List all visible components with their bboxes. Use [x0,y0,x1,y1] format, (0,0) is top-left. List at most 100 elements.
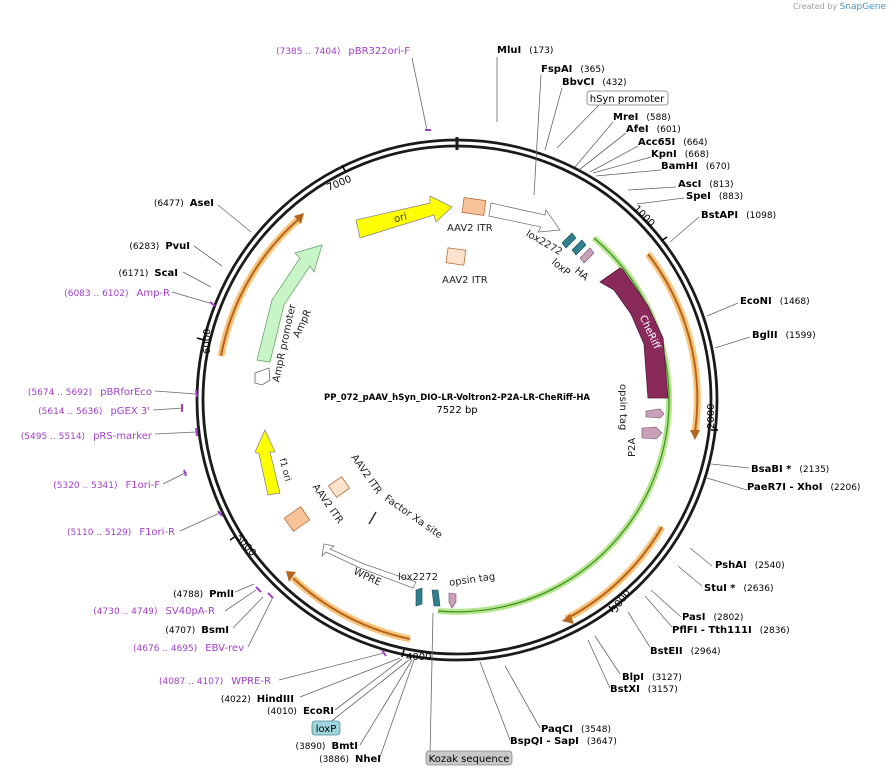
enzyme-afei: AfeI(601) [626,124,681,135]
tick-mark-3000 [608,605,614,613]
primer-pgex: (5614 .. 5636)pGEX 3' [38,406,150,417]
leader-pvui [193,245,223,267]
enzyme-bamhi: BamHI(670) [661,161,730,172]
leader-bmti [359,659,413,746]
leader-pgex [152,407,184,411]
leader-pasi [650,589,682,618]
leader-asei [217,204,252,233]
aav2-itr-top-box [461,197,487,216]
enzyme-spei: SpeI(883) [686,191,743,202]
enzyme-ecori: (4010)EcoRI [267,706,334,717]
leader-fspai [533,74,542,196]
tick-label-5000: 5000 [233,532,258,559]
ori-arrow [355,195,453,239]
enzyme-paqci: PaqCI(3548) [541,724,611,735]
aav2-itr-lower-label: AAV2 ITR [348,453,383,497]
leader-bsmi [232,596,264,629]
enzyme-labels: MluI(173) FspAI(365) BbvCI(432) MreI(588… [118,45,860,765]
aav2-itr-top-label: AAV2 ITR [447,223,493,234]
enzyme-bsabi: BsaBI *(2135) [751,464,829,475]
leader-afei [578,132,627,171]
leader-amp-r [171,291,214,305]
leader-bamhi [595,169,662,177]
leader-paqci [504,665,541,729]
orange-arrow-lower-right [565,526,663,620]
aav2-itr-second-box [445,247,467,266]
primer-ebv-rev: (4676 .. 4695)EBV-rev [133,643,244,654]
primer-prs-marker: (5495 .. 5514)pRS-marker [21,431,153,442]
enzyme-bsmi: (4707)BsmI [165,625,229,636]
primer-f1ori-r: (5110 .. 5129)F1ori-R [67,527,175,538]
aav2-itr-second-label: AAV2 ITR [442,275,488,286]
lox2272-bottom-label: lox2272 [398,572,438,583]
kozak-box [425,750,513,766]
cheriff-arrow [599,267,669,399]
orange-arrow-right-head [690,430,700,440]
tick-label-2000: 2000 [706,404,717,429]
leader-asci [627,186,677,191]
enzyme-blpi: BlpI(3127) [622,672,682,683]
aav2-itr-lower-box [327,476,351,498]
orange-arrow-right [647,253,699,433]
leader-nhei [379,659,415,758]
tick-mark-5000 [229,535,237,541]
aav2-itr-lowest-box [283,506,311,532]
leader-bstxi [587,639,611,689]
opsin-tag-bottom-marker [448,592,457,609]
leader-bglii [714,336,751,349]
enzyme-pmli: (4788)PmlI [173,589,234,600]
leader-pflfi [644,595,673,628]
wpre-arrow [321,543,417,589]
leader-f1ori-f [162,471,188,485]
leader-ebv-rev [247,596,274,648]
enzyme-bspqi-sapi: BspQI - SapI(3647) [510,736,617,747]
tick-label-7000: 7000 [326,174,354,194]
enzyme-asci: AscI(813) [678,179,734,190]
p2a-label: P2A [627,438,638,457]
lox2272-top-label: lox2272 [524,229,564,259]
boxed-labels: hSyn promoter loxP Kozak sequence [311,90,669,766]
leader-xhoi [706,477,748,491]
leader-pbr322ori-f [411,57,428,131]
enzyme-hindiii: (4022)HindIII [221,694,294,705]
enzyme-stui: StuI *(2636) [704,583,773,594]
primer-mark-f1ori-f [183,469,187,477]
primer-f1ori-f: (5320 .. 5341)F1ori-F [53,480,160,491]
ampr-promoter-arrow [254,367,271,386]
ampr-arrow [256,244,323,363]
enzyme-acc65i: Acc65I(664) [638,137,707,148]
orange-arrow-bottom-head [286,571,296,582]
enzyme-bglii: BglII(1599) [752,330,816,341]
opsin-tag-bottom-label: opsin tag [449,572,496,589]
enzyme-asei: (6477)AseI [154,198,214,209]
enzyme-mlui: MluI(173) [497,45,553,56]
tick-label-4000: 4000 [406,652,431,663]
enzyme-pshai: PshAI(2540) [715,560,785,571]
primer-wpre-r: (4087 .. 4107)WPRE-R [159,676,271,687]
primer-mark-sv40pa-r [255,586,262,593]
enzyme-nhei: (3886)NheI [319,754,381,765]
f1-ori-arrow [254,429,281,496]
loxp-box [311,720,341,736]
leader-bstapi [669,216,700,243]
primer-amp-r: (6083 .. 6102)Amp-R [64,288,170,299]
leader-blpi [594,635,621,675]
tick-mark-6000 [196,337,205,341]
enzyme-bstxi: BstXI(3157) [610,684,678,695]
leader-lines [152,57,751,758]
loxp-marker-bottom [431,589,441,607]
enzyme-fspai: FspAI(365) [541,64,605,75]
orange-arrow-bottom [292,577,411,640]
leader-pshai [689,547,713,567]
leader-pmli [234,583,255,593]
tick-mark-1000 [660,236,668,242]
leader-sapi [479,661,511,741]
leader-pbrforeco [154,390,197,395]
orange-feature-arrows [217,213,701,643]
enzyme-scai: (6171)ScaI [118,268,178,279]
leader-loxp [323,659,410,728]
primer-mark-f1ori-r [217,510,223,517]
orange-arrow-left-head [294,213,304,224]
factor-xa-marker [368,511,377,525]
enzyme-bstapi: BstAPI(1098) [701,210,776,221]
